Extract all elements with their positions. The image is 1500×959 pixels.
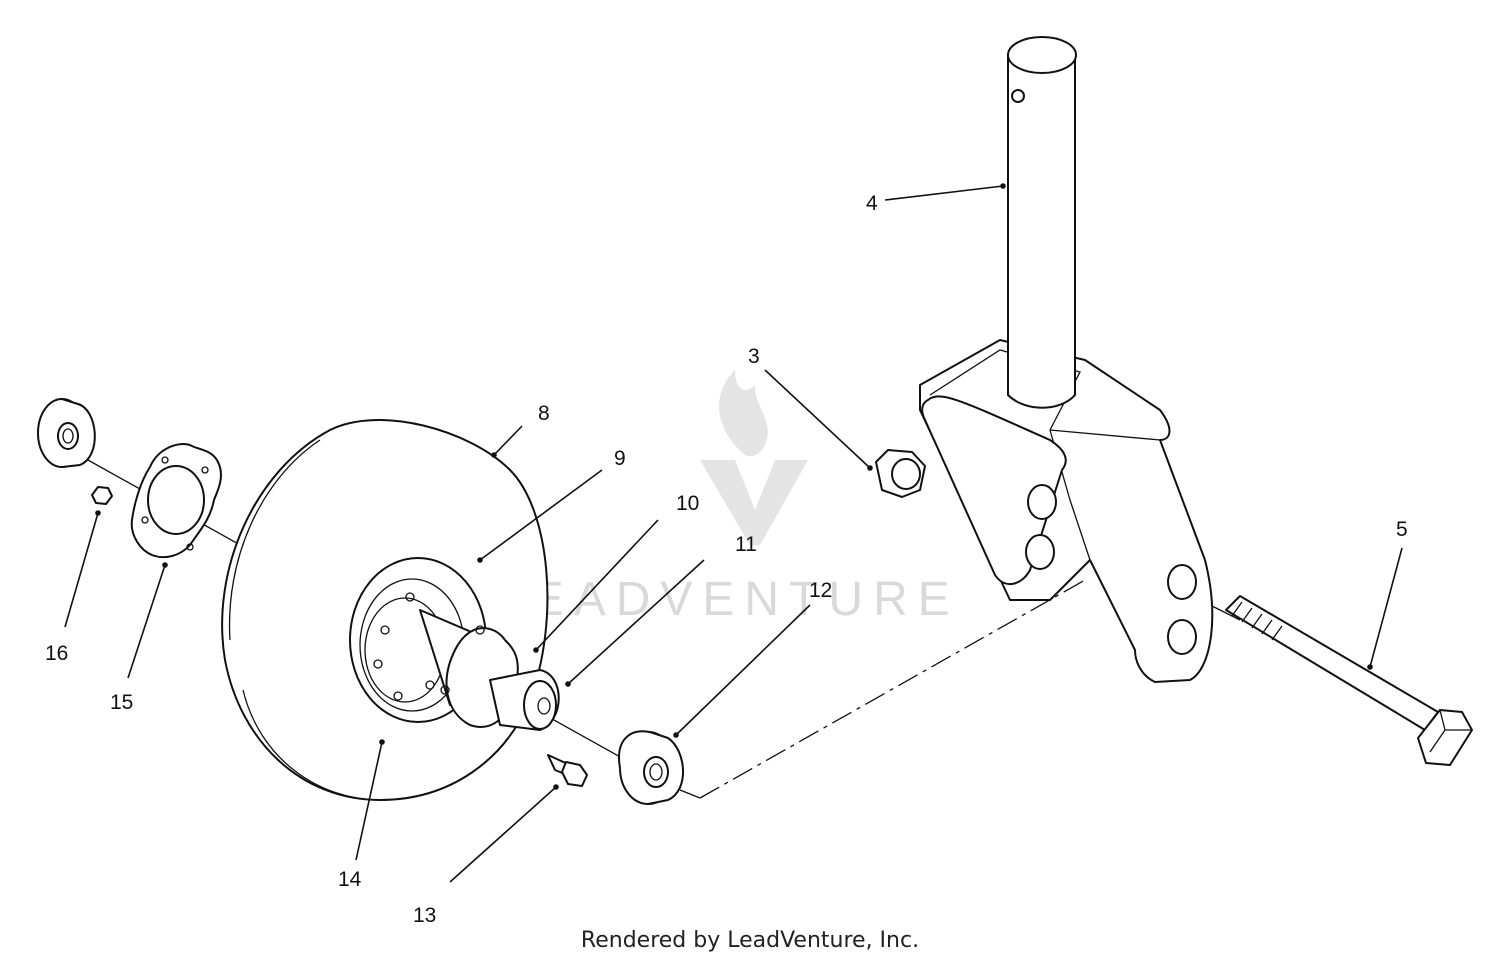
callout-9: 9: [614, 447, 626, 470]
leader-line-10: [535, 519, 659, 651]
leader-line-13: [449, 786, 557, 883]
watermark-text: LEADVENTURE: [495, 573, 960, 626]
bearing-left-part: [37, 398, 96, 468]
leader-line-15: [127, 564, 166, 679]
callout-14: 14: [338, 868, 362, 891]
leader-line-14: [355, 741, 383, 861]
wheel-hub-part: [419, 609, 560, 731]
callout-13: 13: [413, 904, 436, 927]
bearing-right-part: [618, 730, 684, 805]
callout-11: 11: [735, 533, 757, 556]
bearing-flange-part: [130, 443, 222, 559]
watermark-v-icon: [700, 460, 808, 545]
caster-fork-part: [919, 36, 1214, 683]
rendered-by-credit: Rendered by LeadVenture, Inc.: [581, 928, 919, 953]
callout-15: 15: [110, 691, 133, 714]
callout-4: 4: [866, 192, 878, 215]
callout-3: 3: [748, 345, 760, 368]
leader-line-11: [567, 559, 705, 685]
leader-lines: [64, 185, 1403, 883]
callout-8: 8: [538, 402, 550, 425]
hex-bolt-part: [1225, 595, 1473, 766]
wheel-tire-part: [221, 419, 549, 801]
flange-bolt-part: [547, 754, 588, 787]
callout-10: 10: [676, 492, 699, 515]
leader-line-12: [675, 604, 811, 736]
leader-line-16: [64, 512, 99, 628]
lock-nut-part: [875, 449, 926, 498]
callout-labels: 3 4 5 8 9 10 11 12 13 14 15 16: [45, 192, 1408, 927]
leader-line-3: [764, 369, 871, 469]
callout-5: 5: [1396, 518, 1408, 541]
leadventure-watermark: LEADVENTURE: [495, 370, 960, 626]
leader-line-9: [479, 469, 603, 561]
callout-12: 12: [809, 579, 832, 602]
watermark-flame-icon: [718, 370, 768, 457]
leader-dots: [95, 183, 1373, 790]
nut-part: [91, 486, 113, 505]
leader-line-5: [1369, 547, 1403, 668]
callout-16: 16: [45, 642, 68, 665]
leader-line-8: [493, 425, 523, 456]
leader-line-4: [884, 185, 1004, 201]
